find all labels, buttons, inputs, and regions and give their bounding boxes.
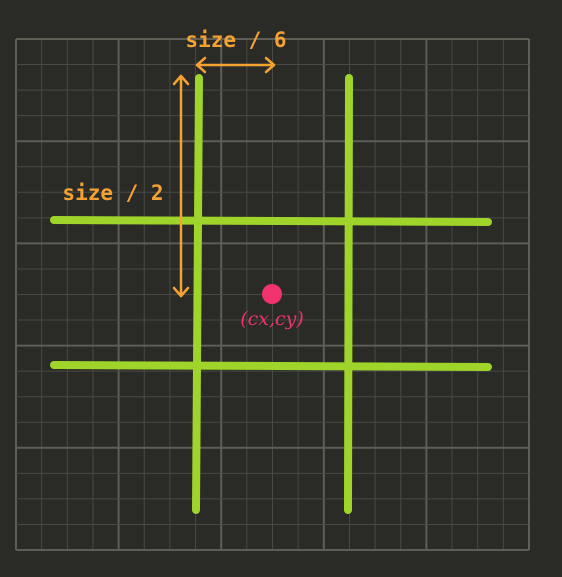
horizontal-line-top — [50, 216, 492, 226]
center-label: (cx,cy) — [240, 308, 304, 330]
board-lines — [50, 74, 492, 514]
filled-circle-icon — [262, 284, 282, 304]
background-grid — [15, 38, 530, 551]
size-over-2-label: size / 2 — [62, 181, 163, 205]
double-headed-arrow-horizontal-icon — [195, 56, 276, 74]
size-over-6-label: size / 6 — [185, 28, 286, 52]
vertical-line-left — [192, 74, 203, 514]
vertical-line-right — [344, 74, 353, 514]
size-over-2-annotation: size / 2 — [62, 74, 190, 298]
horizontal-line-bottom — [50, 361, 492, 371]
center-point-annotation: (cx,cy) — [240, 284, 304, 330]
size-over-6-annotation: size / 6 — [185, 28, 287, 74]
double-headed-arrow-vertical-icon — [172, 74, 190, 298]
